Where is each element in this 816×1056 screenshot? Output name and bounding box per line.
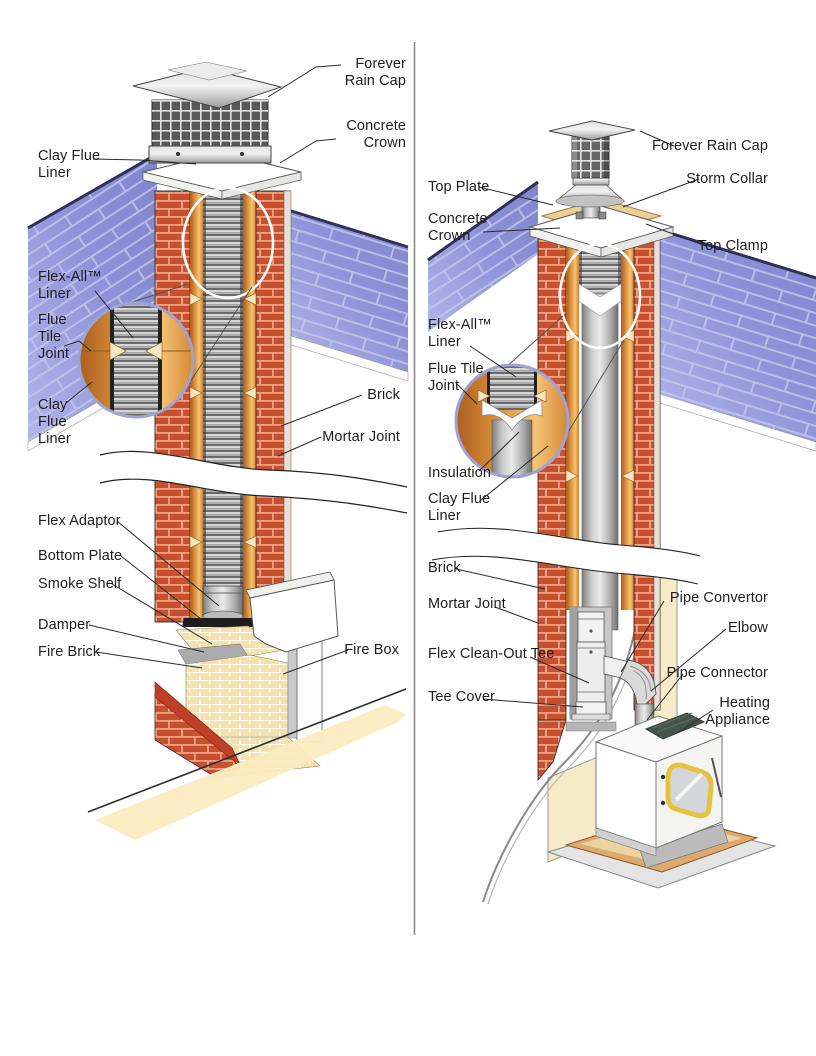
label-forever-rain-cap-2: Forever Rain Cap <box>651 138 768 154</box>
fireplace <box>87 571 407 840</box>
label-pipe-connector: Pipe Connector <box>666 665 768 681</box>
label-pipe-convertor: Pipe Convertor <box>669 590 768 606</box>
label-brick-2: Brick <box>428 560 461 576</box>
label-elbow: Elbow <box>728 620 768 636</box>
label-flex-all-liner: Flex-All™ Liner <box>38 269 102 302</box>
label-fire-box: Fire Box <box>344 642 399 658</box>
right-chimney <box>537 235 661 782</box>
heating-appliance-group <box>546 712 777 889</box>
right-rain-cap <box>528 120 675 258</box>
label-flue-tile-joint: Flue Tile Joint <box>38 312 70 362</box>
label-top-plate: Top Plate <box>428 179 490 195</box>
label-flex-all-liner-2: Flex-All™ Liner <box>428 317 492 350</box>
label-storm-collar: Storm Collar <box>686 171 768 187</box>
right-roof <box>427 180 816 452</box>
label-insulation: Insulation <box>428 465 492 481</box>
label-brick: Brick <box>367 387 400 403</box>
label-mortar-joint-2: Mortar Joint <box>428 596 506 612</box>
label-flex-adaptor: Flex Adaptor <box>38 513 121 529</box>
left-chimney <box>154 190 292 623</box>
label-flex-clean-out-tee: Flex Clean-Out Tee <box>428 646 555 662</box>
label-clay-flue-liner-top: Clay Flue Liner <box>38 148 101 181</box>
break-lines <box>99 450 408 514</box>
label-damper: Damper <box>38 617 91 633</box>
label-flue-tile-joint-2: Flue Tile Joint <box>428 361 484 394</box>
label-top-clamp: Top Clamp <box>697 238 768 254</box>
label-forever-rain-cap: Forever Rain Cap <box>344 56 406 89</box>
left-zoom-indicator <box>77 186 275 419</box>
left-rain-cap <box>132 61 302 200</box>
label-bottom-plate: Bottom Plate <box>38 548 123 564</box>
label-tee-cover: Tee Cover <box>428 689 495 705</box>
label-concrete-crown: Concrete Crown <box>346 118 406 151</box>
label-fire-brick: Fire Brick <box>38 644 101 660</box>
left-diagram <box>27 61 409 840</box>
flex-adaptor-part <box>182 585 262 627</box>
label-mortar-joint: Mortar Joint <box>322 429 400 445</box>
break-lines-right <box>431 527 701 585</box>
label-heating-appliance: Heating Appliance <box>705 695 770 728</box>
label-smoke-shelf: Smoke Shelf <box>38 576 122 592</box>
right-leader-lines <box>455 130 727 733</box>
label-clay-flue-liner-2: Clay Flue Liner <box>428 491 491 524</box>
left-leader-lines <box>63 64 363 675</box>
right-diagram <box>427 120 816 905</box>
label-concrete-crown-2: Concrete Crown <box>428 211 488 244</box>
label-clay-flue-liner: Clay Flue Liner <box>38 397 71 447</box>
right-zoom-indicator <box>454 242 642 479</box>
